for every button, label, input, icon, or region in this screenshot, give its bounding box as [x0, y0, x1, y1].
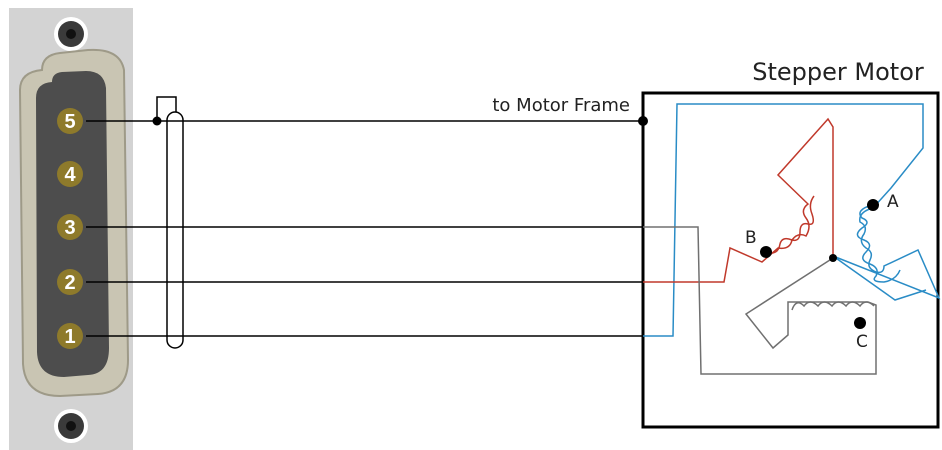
pin-contact	[57, 161, 83, 187]
coil-c-label: C	[856, 332, 868, 352]
pin-contact	[57, 214, 83, 240]
connector-pin-5: 5	[57, 108, 83, 134]
pin-number-label: 4	[64, 164, 76, 186]
connector-pins: 5 4 3 2 1	[57, 108, 83, 349]
motor-frame-label: to Motor Frame	[492, 95, 630, 116]
mounting-screw-top	[54, 17, 88, 51]
coil-a-label: A	[887, 192, 899, 212]
connector-pin-1: 1	[57, 323, 83, 349]
pin-number-label: 2	[64, 272, 75, 294]
pin-contact	[57, 323, 83, 349]
connector-wires	[86, 120, 643, 337]
coil-b-winding	[765, 195, 815, 254]
connector-pin-4: 4	[57, 161, 83, 187]
coil-b-label: B	[745, 228, 757, 248]
coil-c-terminal-dot	[854, 317, 866, 329]
connector-pin-3: 3	[57, 214, 83, 240]
cable-shield	[166, 111, 184, 349]
coil-a-wire	[643, 103, 941, 337]
shield-drain-wire	[156, 96, 177, 121]
coil-b-terminal-dot	[760, 246, 772, 258]
coil-a-winding	[856, 204, 901, 283]
pin-contact	[57, 108, 83, 134]
pin-number-label: 1	[64, 326, 75, 348]
pin-number-label: 5	[64, 111, 75, 133]
coil-b-wire	[643, 117, 834, 283]
shield-junction-dot	[152, 116, 162, 126]
pin-contact	[57, 269, 83, 295]
star-junction-dot	[829, 254, 837, 262]
coil-c-winding	[791, 301, 875, 311]
motor-frame-box	[641, 91, 940, 429]
connector-pin-2: 2	[57, 269, 83, 295]
motor-title: Stepper Motor	[752, 58, 924, 86]
coil-c-wire	[643, 226, 877, 375]
mounting-screw-bottom	[54, 409, 88, 443]
pin-number-label: 3	[64, 217, 75, 239]
coil-a-terminal-dot	[867, 199, 879, 211]
